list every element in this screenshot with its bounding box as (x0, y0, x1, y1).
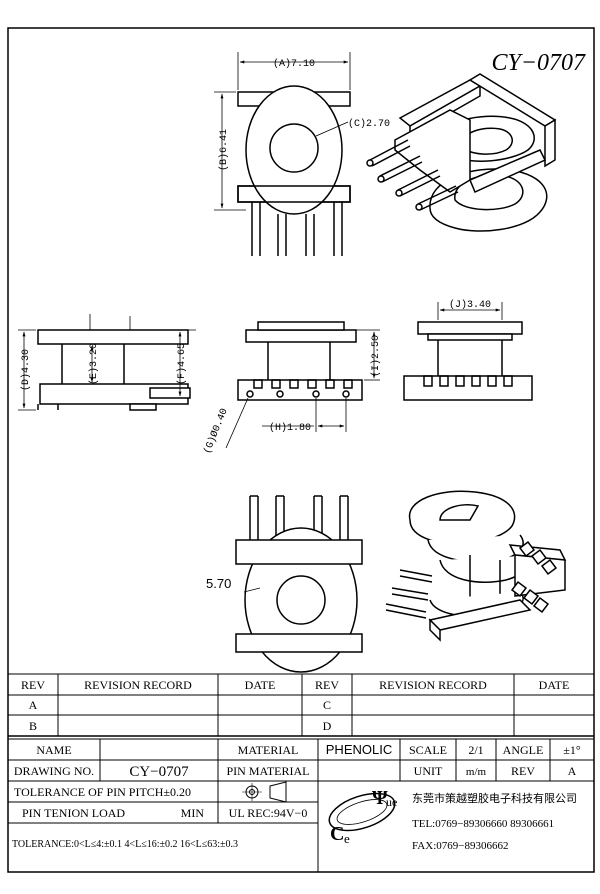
rev-header-2: REV (315, 678, 339, 692)
company-name: 东莞市策越塑胶电子科技有限公司 (412, 791, 577, 805)
dim-j-label: (J)3.40 (449, 299, 491, 311)
dim-k-label: 5.70 (206, 576, 231, 591)
material-label: MATERIAL (238, 743, 299, 757)
angle-value: ±1° (563, 743, 581, 757)
date-header-2: DATE (539, 678, 570, 692)
front-view-top (214, 52, 351, 256)
dim-i-label: (I)2.50 (370, 335, 382, 377)
dim-e-label: (E)3.20 (88, 343, 100, 385)
scale-value: 2/1 (468, 743, 483, 757)
title-block (8, 738, 594, 872)
logo-letter-ue: ue (386, 795, 397, 809)
revision-record-header-1: REVISION RECORD (84, 678, 192, 692)
side-view-right (403, 302, 533, 401)
drawing-no-label: DRAWING NO. (14, 764, 94, 778)
drawing-no-value: CY−0707 (129, 764, 189, 780)
pin-tension-value: MIN (181, 806, 205, 820)
dim-a-label: (A)7.10 (273, 58, 315, 70)
tolerance-general: TOLERANCE:0<L≤4:±0.1 4<L≤16:±0.2 16<L≤63… (12, 839, 238, 850)
revision-table (8, 673, 594, 737)
rev-label: REV (511, 764, 535, 778)
rev-header-1: REV (21, 678, 45, 692)
rev-row-b: B (29, 719, 37, 733)
pin-material-label: PIN MATERIAL (227, 764, 310, 778)
company-tel: TEL:0769−89306660 89306661 (412, 818, 554, 830)
rev-row-a: A (29, 698, 38, 712)
drawing-frame (7, 27, 595, 873)
rev-row-c: C (323, 698, 331, 712)
part-number-title: CY−0707 (491, 50, 586, 76)
scale-label: SCALE (409, 743, 447, 757)
unit-label: UNIT (414, 764, 443, 778)
logo-letter-psi: Ψ (372, 787, 388, 809)
rev-row-d: D (323, 719, 332, 733)
isometric-view-bottom (385, 490, 567, 642)
logo-letter-e: e (344, 831, 350, 846)
dim-g-label: (G)Ø0.40 (202, 407, 231, 456)
company-logo-icon (328, 792, 396, 832)
logo-letter-c: C (330, 823, 344, 845)
dim-c-label: (C)2.70 (348, 118, 390, 130)
revision-record-header-2: REVISION RECORD (379, 678, 487, 692)
dim-b-label: (B)6.41 (218, 129, 230, 171)
ul-rec: UL REC:94V−0 (229, 806, 308, 820)
pin-tension-label: PIN TENION LOAD (22, 806, 125, 820)
isometric-view-top (366, 73, 557, 232)
material-value: PHENOLIC (326, 742, 392, 757)
company-fax: FAX:0769−89306662 (412, 840, 508, 852)
dim-h-label: (H)1.80 (269, 422, 311, 434)
name-label: NAME (36, 743, 71, 757)
angle-label: ANGLE (503, 743, 544, 757)
projection-symbol-icon (242, 781, 287, 803)
dim-d-label: (D)4.30 (20, 349, 32, 391)
side-view-left (18, 314, 196, 411)
front-view-middle (225, 321, 380, 449)
front-view-bottom (235, 495, 363, 673)
date-header-1: DATE (245, 678, 276, 692)
unit-value: m/m (466, 766, 487, 778)
tolerance-pin-pitch: TOLERANCE OF PIN PITCH±0.20 (14, 785, 191, 799)
dim-f-label: (F)4.65 (176, 343, 188, 385)
rev-value: A (568, 764, 577, 778)
